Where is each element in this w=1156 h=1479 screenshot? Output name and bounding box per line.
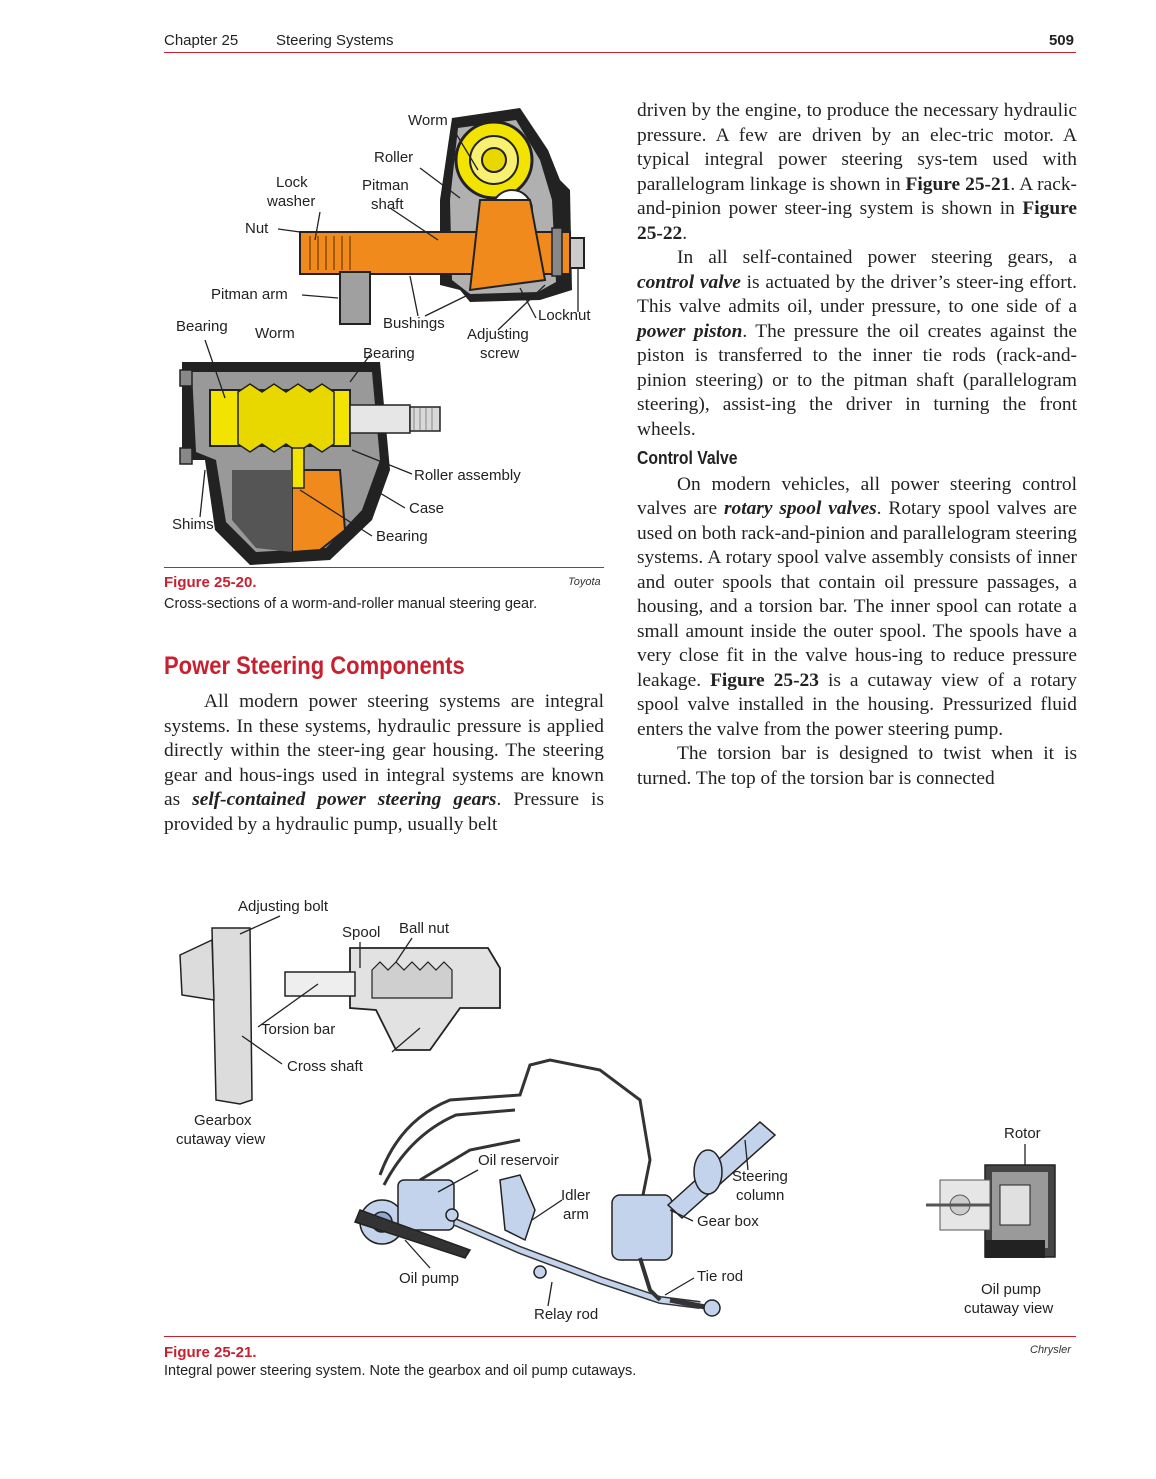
label-bearing-left: Bearing: [176, 318, 228, 335]
label-pitman-shaft-2: shaft: [371, 196, 404, 213]
gearbox-cutaway-illustration: [179, 927, 501, 1105]
steering-gear-bottom-illustration: [179, 362, 441, 565]
label-torsion-bar: Torsion bar: [261, 1021, 336, 1038]
steering-gear-top-illustration: [299, 108, 585, 325]
label-lock-washer-1: Lock: [276, 174, 308, 191]
figure-21-rule: [164, 1336, 1076, 1337]
label-idler-2: arm: [563, 1206, 589, 1223]
oil-pump-cutaway-illustration: [926, 1164, 1056, 1258]
label-oil-pump-cutaway-1: Oil pump: [981, 1281, 1042, 1298]
label-adjusting-bolt: Adjusting bolt: [238, 898, 329, 915]
running-header: Chapter 25 Steering Systems 509: [164, 30, 1076, 53]
label-bushings: Bushings: [383, 315, 445, 332]
label-spool: Spool: [342, 924, 381, 941]
label-cross-shaft: Cross shaft: [287, 1058, 363, 1075]
label-relay-rod: Relay rod: [534, 1306, 599, 1323]
label-steering-1: Steering: [732, 1168, 788, 1185]
label-locknut: Locknut: [538, 307, 591, 324]
power-steering-system-illustration: [353, 1058, 777, 1317]
label-gear-box: Gear box: [697, 1213, 759, 1230]
label-steering-2: column: [736, 1187, 785, 1204]
chapter-title: Steering Systems: [276, 32, 394, 49]
label-bearing-mid: Bearing: [363, 345, 415, 362]
label-worm-bottom: Worm: [255, 325, 295, 342]
figure-20-caption: Cross-sections of a worm-and-roller manu…: [164, 596, 538, 612]
label-oil-pump-cutaway-2: cutaway view: [964, 1300, 1054, 1317]
label-case: Case: [409, 500, 445, 517]
left-column-body: All modern power steering systems are in…: [164, 690, 604, 837]
paragraph-rotary-spool: On modern vehicles, all power steering c…: [637, 473, 1078, 740]
label-idler-1: Idler: [561, 1187, 591, 1204]
label-tie-rod: Tie rod: [697, 1268, 744, 1285]
paragraph-torsion-bar: The torsion bar is designed to twist whe…: [637, 743, 1077, 789]
figure-20-rule: [164, 567, 604, 568]
label-adjusting-screw-2: screw: [480, 345, 520, 362]
figure-20-credit: Toyota: [568, 576, 601, 588]
figure-21-label: Figure 25-21.: [164, 1344, 257, 1361]
section-heading: Power Steering Components: [164, 652, 465, 680]
label-roller: Roller: [374, 149, 414, 166]
paragraph-pump-driven: driven by the engine, to produce the nec…: [637, 100, 1077, 244]
page-number: 509: [1048, 32, 1074, 49]
label-gearbox-1: Gearbox: [194, 1112, 252, 1129]
figure-20-label: Figure 25-20.: [164, 574, 257, 591]
label-adjusting-screw-1: Adjusting: [467, 326, 529, 343]
label-oil-reservoir: Oil reservoir: [478, 1152, 559, 1169]
figure-21-credit: Chrysler: [1030, 1344, 1071, 1356]
label-oil-pump: Oil pump: [399, 1270, 460, 1287]
paragraph-control-valve-intro: In all self-contained power steering gea…: [637, 247, 1077, 440]
label-roller-assembly: Roller assembly: [414, 467, 521, 484]
label-pitman-shaft-1: Pitman: [362, 177, 409, 194]
label-nut: Nut: [245, 220, 269, 237]
figure-21-caption: Integral power steering system. Note the…: [164, 1363, 637, 1379]
label-pitman-arm: Pitman arm: [211, 286, 288, 303]
label-rotor: Rotor: [1004, 1125, 1041, 1142]
label-gearbox-2: cutaway view: [176, 1131, 266, 1148]
label-lock-washer-2: washer: [267, 193, 316, 210]
label-shims: Shims: [172, 516, 214, 533]
label-ball-nut: Ball nut: [399, 920, 450, 937]
chapter-number: Chapter 25: [164, 32, 239, 49]
right-column-body: driven by the engine, to produce the nec…: [637, 99, 1077, 791]
label-bearing-bottom: Bearing: [376, 528, 428, 545]
label-worm-top: Worm: [408, 112, 448, 129]
subheading-control-valve: Control Valve: [637, 447, 738, 468]
paragraph-integral-systems: All modern power steering systems are in…: [164, 691, 604, 835]
